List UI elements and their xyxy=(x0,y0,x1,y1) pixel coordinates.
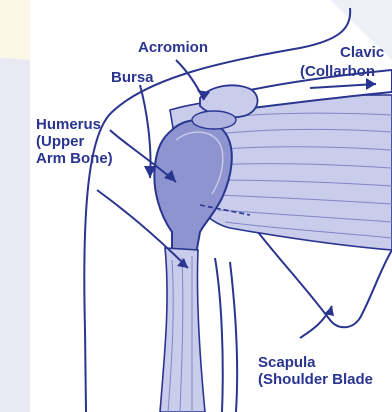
scapula-label-line-2: (Shoulder Blade xyxy=(258,372,373,388)
bursa-sac xyxy=(192,111,236,129)
left-band xyxy=(0,58,30,412)
humerus-label-line-3: Arm Bone) xyxy=(36,151,113,167)
humerus-label-line-2: (Upper xyxy=(36,134,84,150)
clavicle-label-line-2: (Collarbon xyxy=(300,64,375,80)
bursa-label: Bursa xyxy=(111,70,154,86)
clavicle-label-line-1: Clavic xyxy=(340,45,384,61)
humerus-label-line-1: Humerus xyxy=(36,117,101,133)
scapula-label-line-1: Scapula xyxy=(258,355,316,371)
acromion-label: Acromion xyxy=(138,40,208,56)
